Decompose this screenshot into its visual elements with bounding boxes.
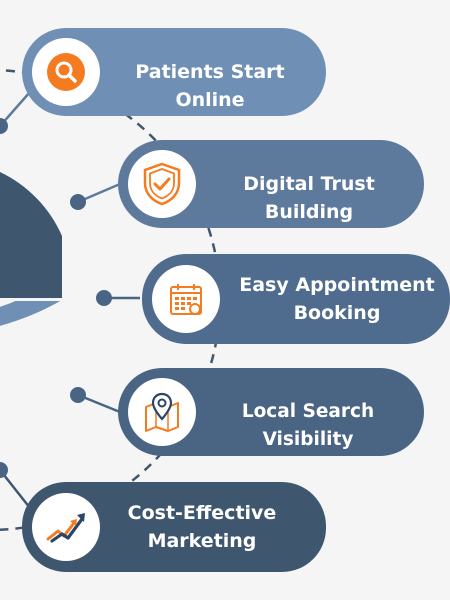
connector-dot-3	[96, 290, 112, 306]
donut-arc-top	[0, 172, 62, 300]
connector-dot-1	[0, 118, 8, 134]
item-label-2: Digital Trust Building	[243, 173, 375, 223]
item-digital-trust-building: Digital Trust Building	[118, 140, 424, 228]
item-easy-appointment-booking: Easy Appointment Booking	[142, 254, 450, 344]
item-label-4: Local Search Visibility	[241, 401, 375, 450]
icon-badge-1	[32, 38, 100, 106]
icon-badge-3	[152, 265, 220, 333]
item-label-3: Easy Appointment Booking	[239, 274, 435, 324]
icon-badge-2	[128, 150, 196, 218]
donut-ring-bottom	[0, 300, 62, 326]
donut-ring-top	[0, 274, 62, 300]
item-label-5: Cost-Effective Marketing	[127, 502, 277, 552]
growth-chart-icon	[46, 513, 85, 543]
icon-badge-5	[32, 493, 100, 561]
donut-divider	[0, 298, 62, 301]
connector-dot-5	[0, 462, 8, 478]
search-icon	[47, 53, 85, 91]
connector-dot-2	[70, 194, 86, 210]
connector-dot-4	[70, 387, 86, 403]
item-local-search-visibility: Local Search Visibility	[118, 368, 424, 456]
item-label-1: Patients Start Online	[135, 61, 285, 111]
item-patients-start-online: Patients Start Online	[22, 28, 326, 116]
shield-check-icon	[143, 162, 181, 206]
connector-line-5	[0, 469, 31, 509]
map-pin-icon	[145, 392, 179, 432]
calendar-icon	[170, 284, 202, 315]
icon-badge-4	[128, 378, 196, 446]
item-cost-effective-marketing: Cost-Effective Marketing	[22, 482, 326, 572]
